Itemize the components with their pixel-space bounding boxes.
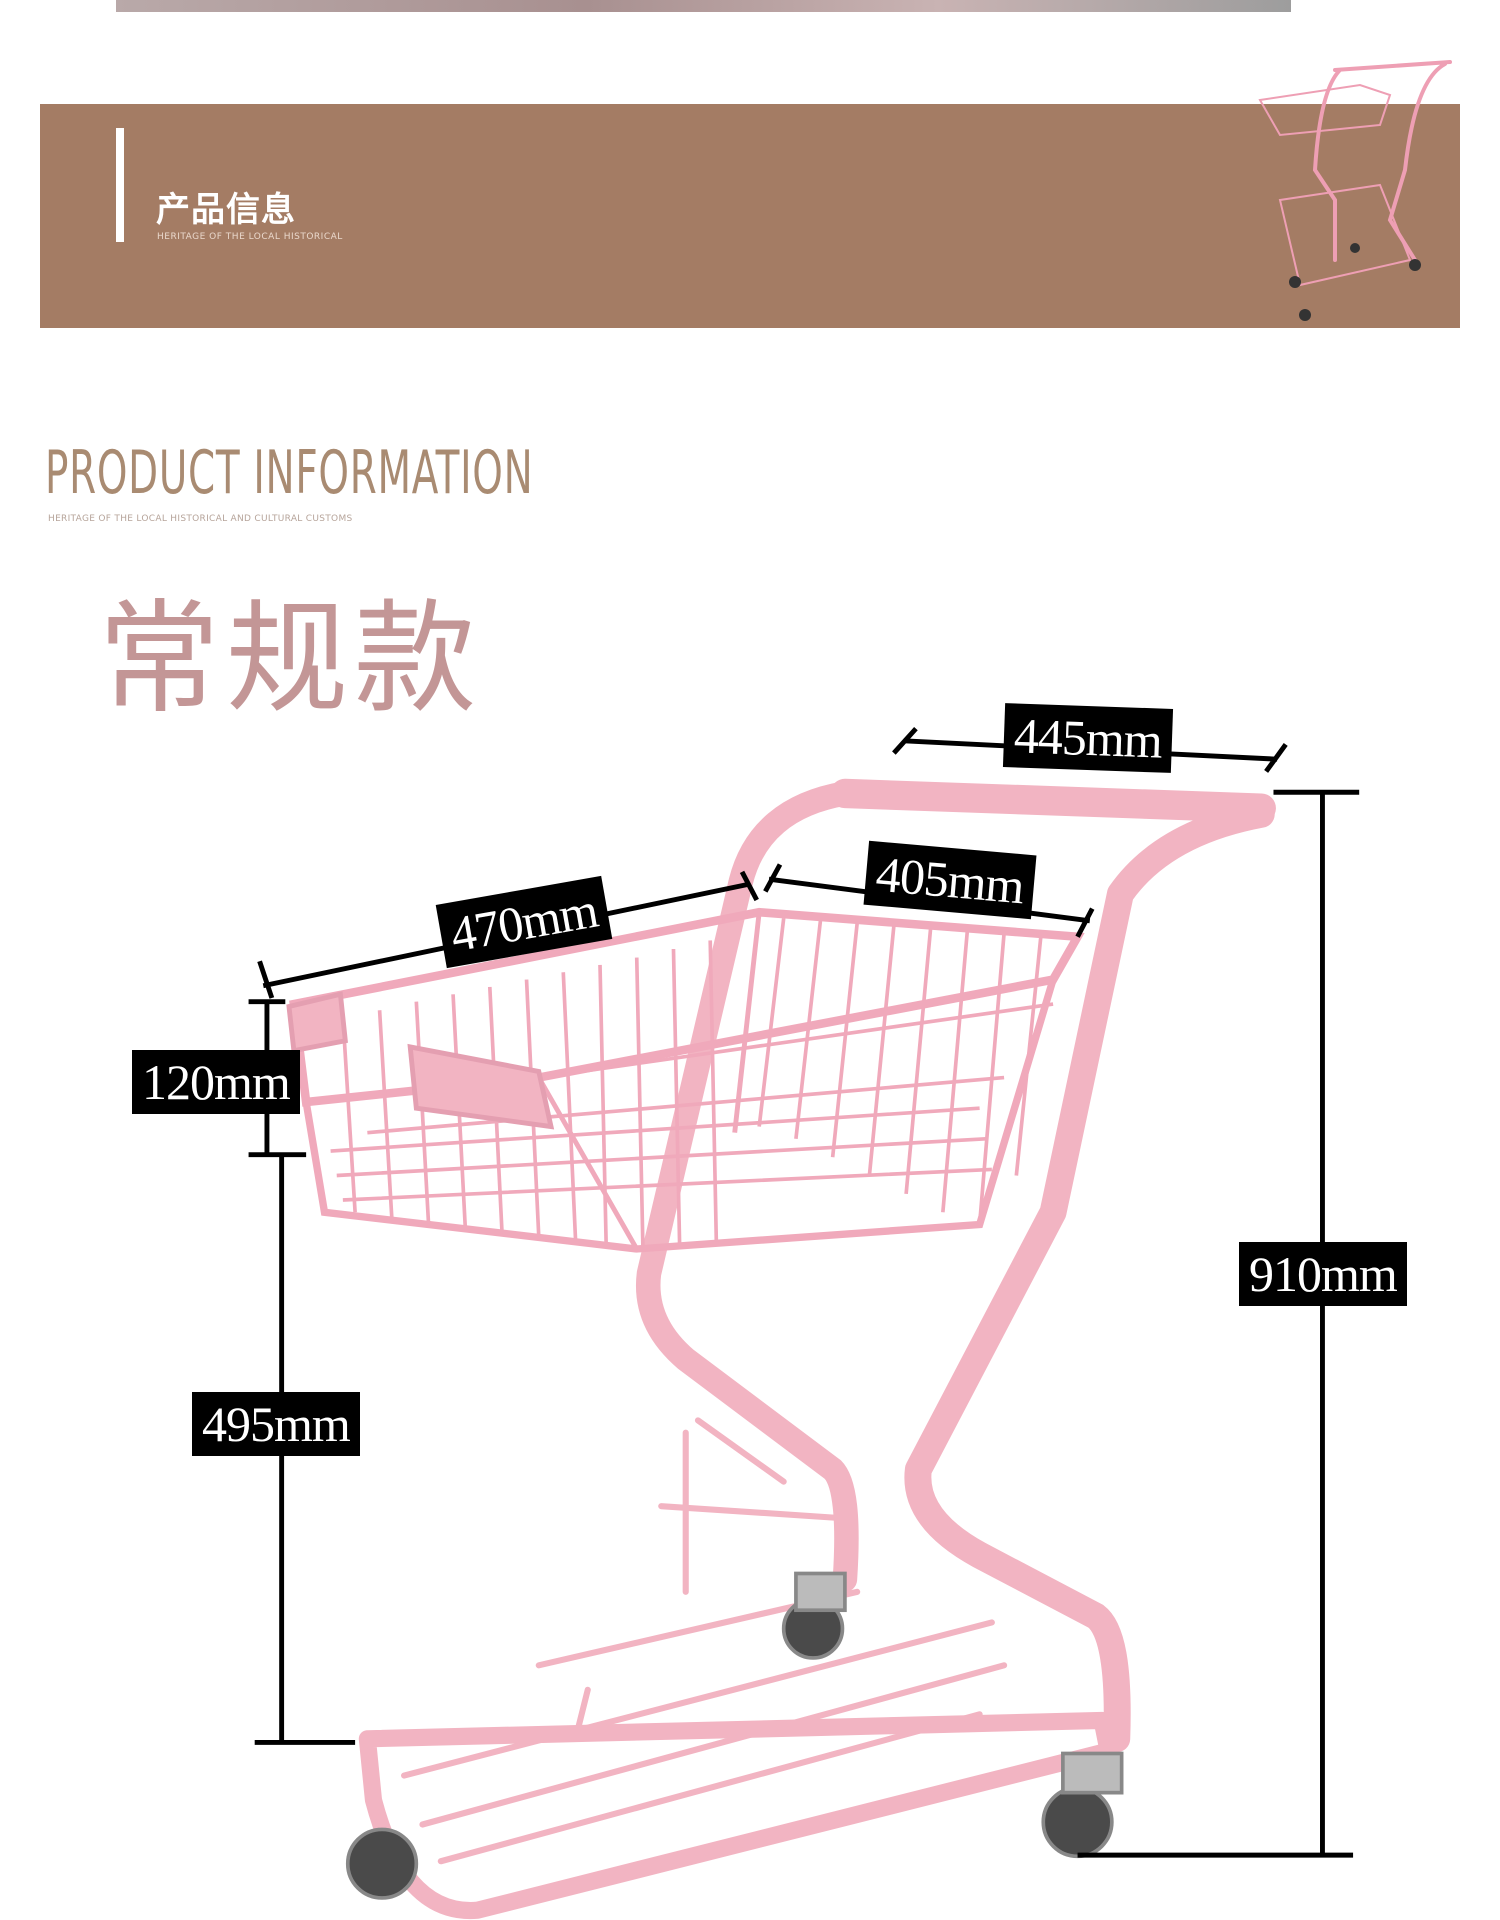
wheels: [345, 1571, 1124, 1900]
basket-corner-guard: [286, 991, 555, 1130]
model-name: 常规款: [98, 588, 482, 730]
dimension-basket-height: 495mm: [192, 1392, 360, 1456]
banner-subtitle: HERITAGE OF THE LOCAL HISTORICAL: [157, 232, 343, 242]
section-subtitle: HERITAGE OF THE LOCAL HISTORICAL AND CUL…: [48, 514, 353, 524]
dimension-basket-depth: 120mm: [132, 1050, 300, 1114]
right-frame-tube: [904, 800, 1275, 1753]
base-frame: [358, 1711, 1117, 1920]
handle-bar: [830, 778, 1276, 823]
product-info-banner: 产品信息 HERITAGE OF THE LOCAL HISTORICAL: [40, 104, 1460, 328]
left-frame-tube: [636, 781, 859, 1592]
cart-thumbnail-image: [1258, 60, 1452, 321]
dimension-total-height: 910mm: [1239, 1242, 1407, 1306]
dimension-handle-width: 445mm: [1002, 703, 1173, 773]
banner-accent-bar: [116, 128, 124, 242]
top-photo-strip: [116, 0, 1291, 12]
section-title: PRODUCT INFORMATION: [45, 438, 534, 508]
banner-title: 产品信息: [156, 190, 296, 230]
